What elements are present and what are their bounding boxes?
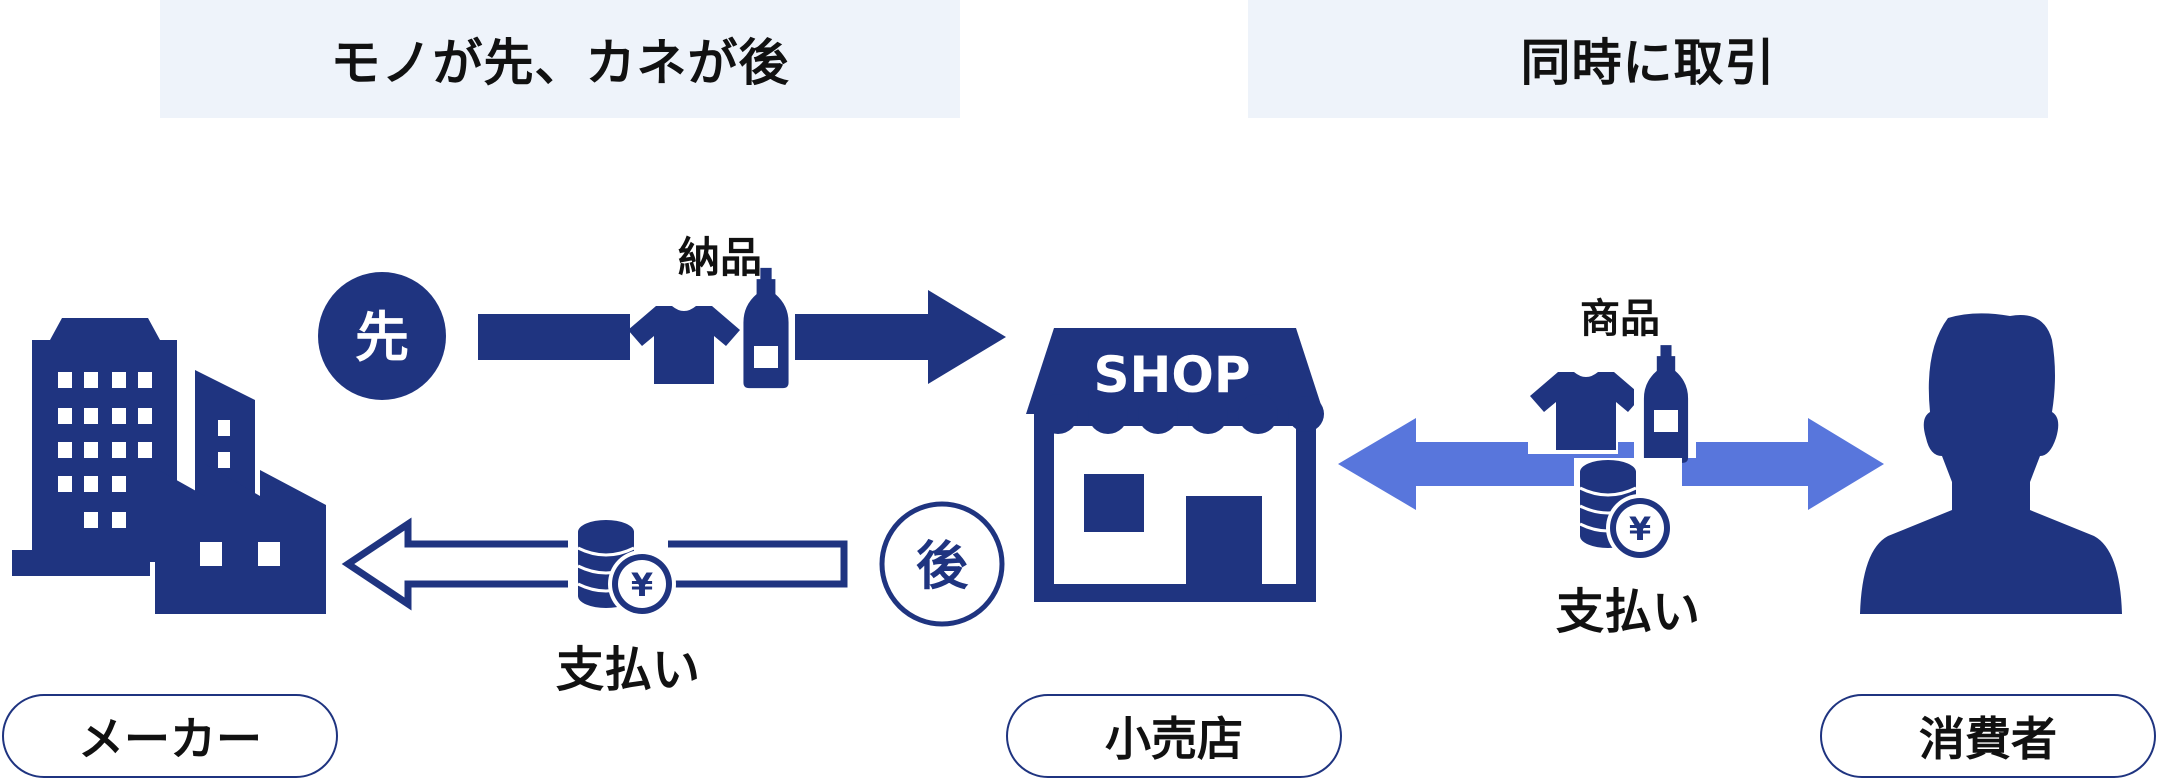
payment-label-right: 支払い [1556, 584, 1701, 640]
maker-label: メーカー [2, 694, 338, 778]
first-badge-label: 先 [355, 306, 409, 369]
later-badge: 後 [879, 501, 1005, 627]
coin-stack-icon: ¥ [568, 520, 676, 618]
goods-label: 商品 [1580, 296, 1660, 342]
factory-icon [12, 318, 326, 614]
payment-label-left: 支払い [556, 642, 701, 698]
delivery-label: 納品 [678, 233, 762, 282]
retailer-label: 小売店 [1006, 694, 1342, 778]
delivery-arrow [478, 290, 1006, 384]
tshirt-icon [628, 306, 740, 384]
header-left: モノが先、カネが後 [160, 0, 960, 118]
person-icon [1860, 313, 2122, 614]
consumer-label: 消費者 [1820, 694, 2156, 778]
first-badge: 先 [318, 272, 446, 400]
later-badge-label: 後 [916, 537, 969, 597]
header-right: 同時に取引 [1248, 0, 2048, 118]
goods-coin-stack-icon: ¥ [1574, 458, 1682, 562]
goods-tshirt-icon [1528, 366, 1642, 454]
shop-sign: SHOP [1093, 346, 1250, 404]
yen-symbol-right: ¥ [1629, 510, 1651, 548]
bottle-icon [743, 267, 789, 389]
yen-symbol-left: ¥ [631, 566, 653, 604]
goods-bottle-icon [1634, 345, 1696, 463]
shop-icon: SHOP [1026, 328, 1324, 602]
